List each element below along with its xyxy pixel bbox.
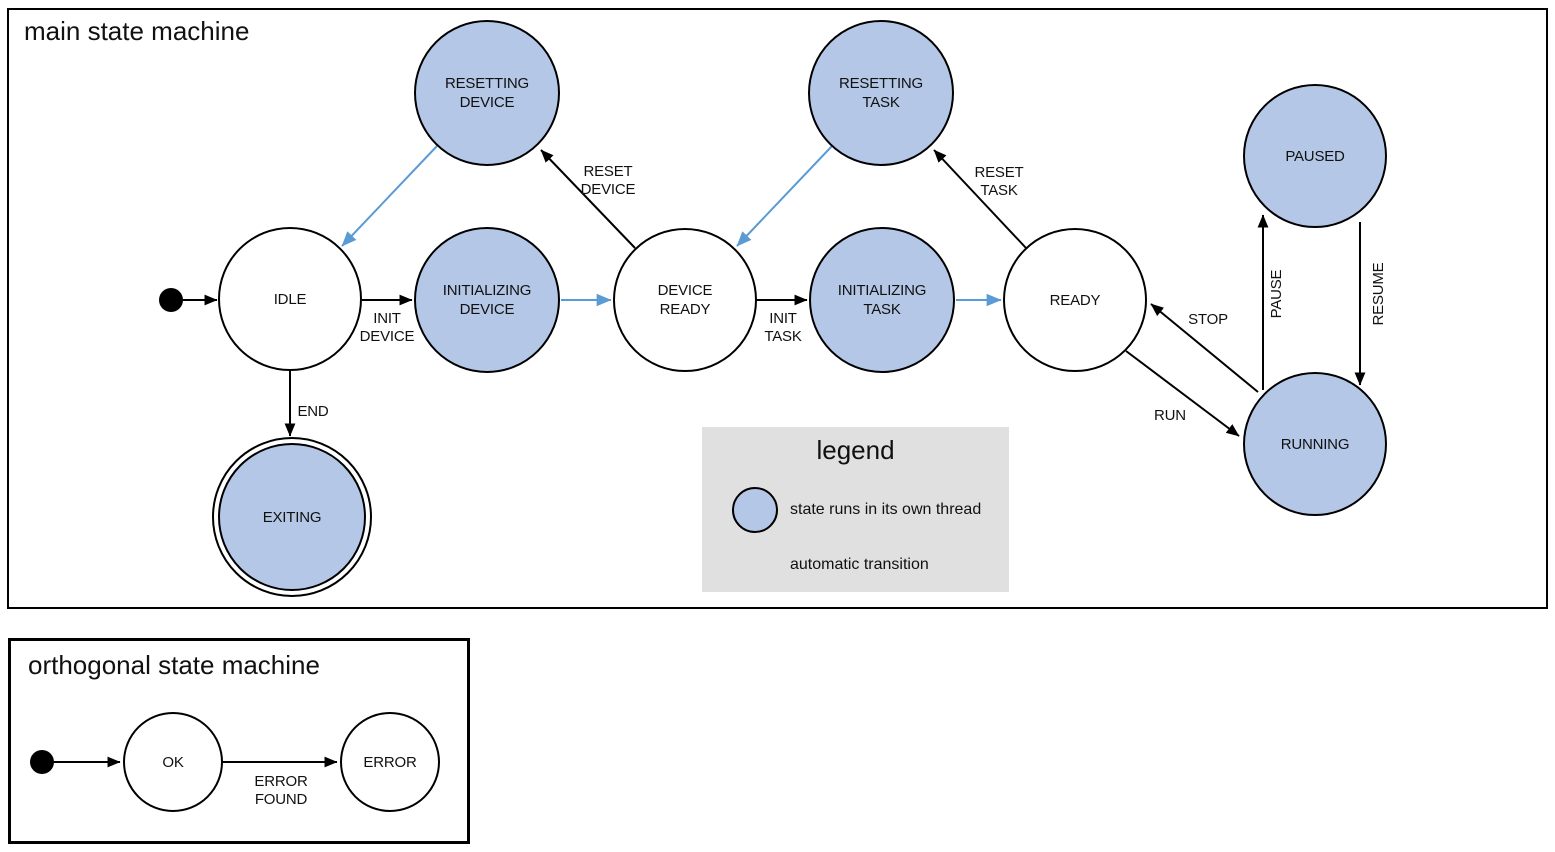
transition-label-reset-device: RESET DEVICE bbox=[580, 163, 636, 198]
state-label-initializing-device: INITIALIZING DEVICE bbox=[442, 282, 532, 318]
state-error: ERROR bbox=[340, 712, 440, 812]
state-initializing-device: INITIALIZING DEVICE bbox=[414, 227, 560, 373]
state-label-paused: PAUSED bbox=[1285, 147, 1345, 165]
state-label-device-ready: DEVICE READY bbox=[657, 282, 713, 318]
transition-label-resume: RESUME bbox=[1370, 262, 1387, 326]
legend-title: legend bbox=[816, 435, 895, 465]
state-initializing-task: INITIALIZING TASK bbox=[809, 227, 955, 373]
state-resetting-device: RESETTING DEVICE bbox=[414, 20, 560, 166]
state-ready: READY bbox=[1003, 228, 1147, 372]
transition-label-init-device: INIT DEVICE bbox=[359, 310, 415, 345]
legend-auto-note: automatic transition bbox=[790, 556, 929, 573]
state-label-resetting-device: RESETTING DEVICE bbox=[444, 75, 530, 111]
state-label-ok: OK bbox=[162, 753, 184, 771]
state-running: RUNNING bbox=[1243, 372, 1387, 516]
state-device-ready: DEVICE READY bbox=[613, 228, 757, 372]
state-label-error: ERROR bbox=[363, 753, 417, 771]
initial-state-dot-main bbox=[159, 288, 183, 312]
state-label-exiting: EXITING bbox=[262, 508, 322, 526]
transition-label-stop: STOP bbox=[1188, 311, 1228, 328]
state-label-idle: IDLE bbox=[273, 290, 307, 308]
transition-label-end: END bbox=[297, 403, 329, 420]
state-paused: PAUSED bbox=[1243, 84, 1387, 228]
transition-label-reset-task: RESET TASK bbox=[974, 164, 1024, 199]
final-state-exiting: EXITING bbox=[212, 437, 372, 597]
state-label-ready: READY bbox=[1049, 291, 1101, 309]
transition-label-init-task: INIT TASK bbox=[764, 310, 802, 345]
state-idle: IDLE bbox=[218, 227, 362, 371]
state-label-initializing-task: INITIALIZING TASK bbox=[837, 282, 927, 318]
transition-label-run: RUN bbox=[1154, 407, 1186, 424]
legend-thread-note: state runs in its own thread bbox=[790, 501, 982, 518]
main-panel-title: main state machine bbox=[24, 16, 250, 46]
state-ok: OK bbox=[123, 712, 223, 812]
legend: legend state runs in its own thread auto… bbox=[702, 427, 1009, 592]
state-label-running: RUNNING bbox=[1280, 435, 1350, 453]
threaded-state-sample-icon bbox=[732, 487, 778, 533]
state-resetting-task: RESETTING TASK bbox=[808, 20, 954, 166]
transition-label-error-found: ERROR FOUND bbox=[254, 773, 308, 808]
transition-label-pause: PAUSE bbox=[1268, 269, 1285, 319]
final-state-exiting-inner-circle: EXITING bbox=[218, 443, 366, 591]
orthogonal-panel-title: orthogonal state machine bbox=[28, 650, 320, 680]
initial-state-dot-orthogonal bbox=[30, 750, 54, 774]
state-label-resetting-task: RESETTING TASK bbox=[838, 75, 924, 111]
